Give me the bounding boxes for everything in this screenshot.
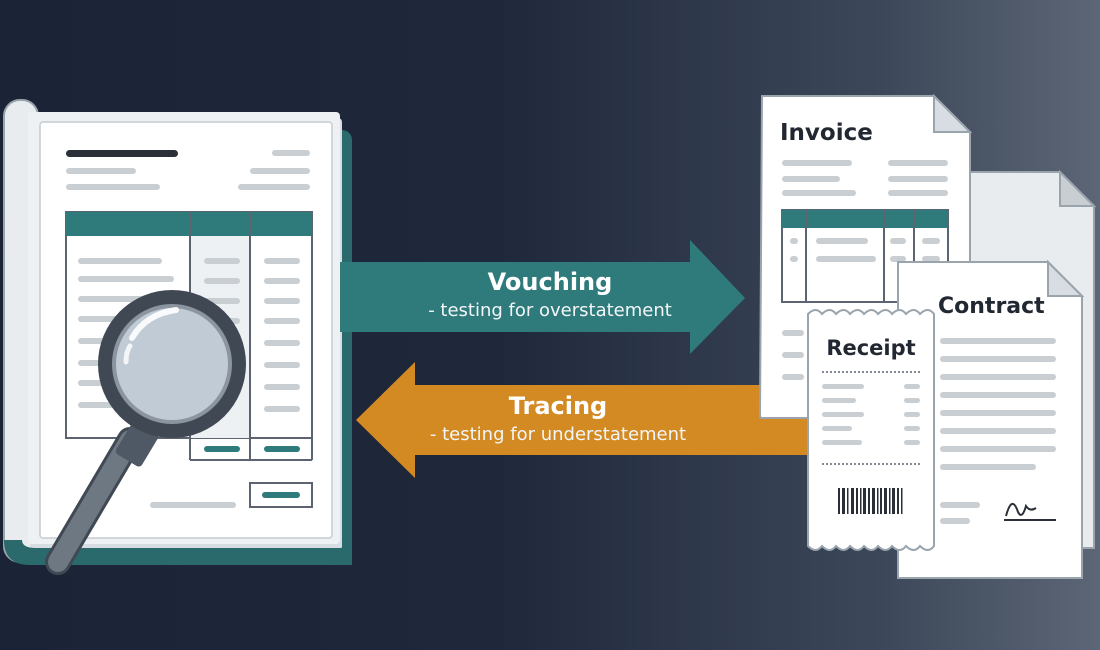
contract-icon xyxy=(897,259,1085,579)
receipt-icon xyxy=(807,309,935,551)
contract-title: Contract xyxy=(938,294,1045,319)
receipt-title: Receipt xyxy=(826,336,916,360)
signature-icon xyxy=(1004,503,1056,521)
barcode-icon xyxy=(838,488,903,514)
vouching-title: Vouching xyxy=(487,268,613,296)
vouching-subtitle: - testing for overstatement xyxy=(428,300,672,321)
vouching-arrow xyxy=(340,240,745,354)
tracing-arrow xyxy=(356,362,815,478)
tracing-subtitle: - testing for understatement xyxy=(429,424,687,445)
invoice-title: Invoice xyxy=(780,120,873,146)
tracing-title: Tracing xyxy=(508,392,608,420)
magnifying-glass-icon xyxy=(45,290,246,575)
